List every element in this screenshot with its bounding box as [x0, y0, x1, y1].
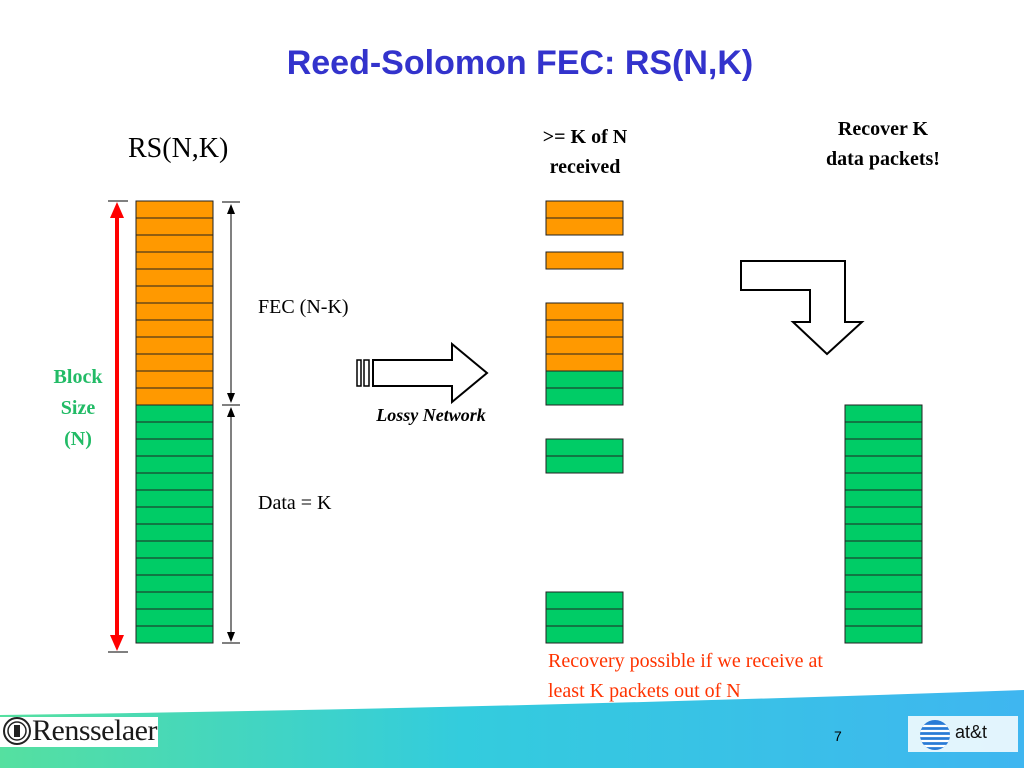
fec-dimension-arrow-down: [227, 393, 235, 403]
recovery-note-line-1: Recovery possible if we receive at: [548, 650, 823, 672]
page-number: 7: [834, 728, 842, 744]
source-packet-stack: [135, 200, 214, 644]
footer-band: [0, 690, 1024, 768]
recovered-packet-stack: [844, 404, 923, 644]
source-data-packet: [135, 625, 214, 644]
recovered-data-packet: [844, 608, 923, 627]
received-label-line-1: >= K of N: [542, 126, 628, 148]
source-data-packet: [135, 574, 214, 593]
source-data-packet: [135, 557, 214, 576]
source-fec-packet: [135, 251, 214, 270]
recovered-data-packet: [844, 625, 923, 644]
received-fec-packet: [545, 251, 624, 270]
fec-label: FEC (N-K): [258, 296, 349, 318]
rensselaer-seal-icon: [2, 716, 32, 746]
recovered-data-packet: [844, 455, 923, 474]
slide-title: Reed-Solomon FEC: RS(N,K): [286, 44, 754, 82]
received-fec-packet: [545, 217, 624, 236]
received-data-packet: [545, 608, 624, 627]
recover-label-line-2: data packets!: [826, 148, 940, 170]
received-fec-packet: [545, 336, 624, 355]
source-data-packet: [135, 540, 214, 559]
block-size-label: Block Size (N): [30, 362, 126, 455]
received-data-packet: [545, 625, 624, 644]
received-fec-packet: [545, 319, 624, 338]
source-data-packet: [135, 421, 214, 440]
recover-arrow: [740, 260, 865, 356]
recovered-data-packet: [844, 472, 923, 491]
received-fec-packet: [545, 353, 624, 372]
recover-label: Recover K data packets!: [790, 114, 976, 174]
block-size-line-2: Size: [60, 397, 96, 419]
source-fec-packet: [135, 370, 214, 389]
source-data-packet: [135, 404, 214, 423]
received-data-packet: [545, 387, 624, 406]
source-fec-packet: [135, 234, 214, 253]
source-data-packet: [135, 523, 214, 542]
fec-dimension-arrow-up: [227, 204, 235, 214]
att-wordmark: at&t: [955, 722, 988, 742]
source-fec-packet: [135, 353, 214, 372]
source-fec-packet: [135, 285, 214, 304]
data-dimension-arrow-down: [227, 632, 235, 642]
lossy-network-label: Lossy Network: [376, 405, 486, 425]
received-data-packet: [545, 455, 624, 474]
recovered-data-packet: [844, 506, 923, 525]
recovery-note-line-2: least K packets out of N: [548, 680, 741, 702]
received-fec-packet: [545, 302, 624, 321]
source-fec-packet: [135, 217, 214, 236]
block-size-arrow-head-up: [110, 202, 124, 218]
source-fec-packet: [135, 336, 214, 355]
block-size-line-3: (N): [64, 428, 92, 450]
recovered-data-packet: [844, 421, 923, 440]
network-arrow-tail-2: [363, 359, 370, 387]
received-fec-packet: [545, 200, 624, 219]
received-data-packet: [545, 591, 624, 610]
source-fec-packet: [135, 387, 214, 406]
source-data-packet: [135, 608, 214, 627]
received-label: >= K of N received: [500, 122, 670, 182]
source-fec-packet: [135, 268, 214, 287]
recover-label-line-1: Recover K: [837, 118, 929, 140]
network-arrow: [372, 341, 489, 405]
block-size-arrow-head-down: [110, 635, 124, 651]
att-globe-icon: [918, 718, 952, 752]
source-data-packet: [135, 506, 214, 525]
received-data-packet: [545, 438, 624, 457]
received-data-packet: [545, 370, 624, 389]
recovered-data-packet: [844, 489, 923, 508]
network-arrow-tail-1: [356, 359, 362, 387]
data-label: Data = K: [258, 492, 332, 514]
source-fec-packet: [135, 200, 214, 219]
block-size-line-1: Block: [53, 366, 103, 388]
recovered-data-packet: [844, 404, 923, 423]
recovered-data-packet: [844, 574, 923, 593]
source-data-packet: [135, 591, 214, 610]
source-data-packet: [135, 489, 214, 508]
recovered-data-packet: [844, 523, 923, 542]
data-dimension-arrow-up: [227, 407, 235, 417]
source-data-packet: [135, 438, 214, 457]
recovered-data-packet: [844, 557, 923, 576]
source-fec-packet: [135, 319, 214, 338]
recovery-note: Recovery possible if we receive at least…: [548, 646, 928, 706]
recovered-data-packet: [844, 438, 923, 457]
received-packet-stack: [545, 200, 624, 644]
source-data-packet: [135, 455, 214, 474]
source-fec-packet: [135, 302, 214, 321]
recovered-data-packet: [844, 540, 923, 559]
rensselaer-wordmark: Rensselaer: [32, 714, 157, 747]
recovered-data-packet: [844, 591, 923, 610]
source-data-packet: [135, 472, 214, 491]
received-label-line-2: received: [549, 156, 621, 178]
rs-code-label: RS(N,K): [128, 133, 229, 164]
